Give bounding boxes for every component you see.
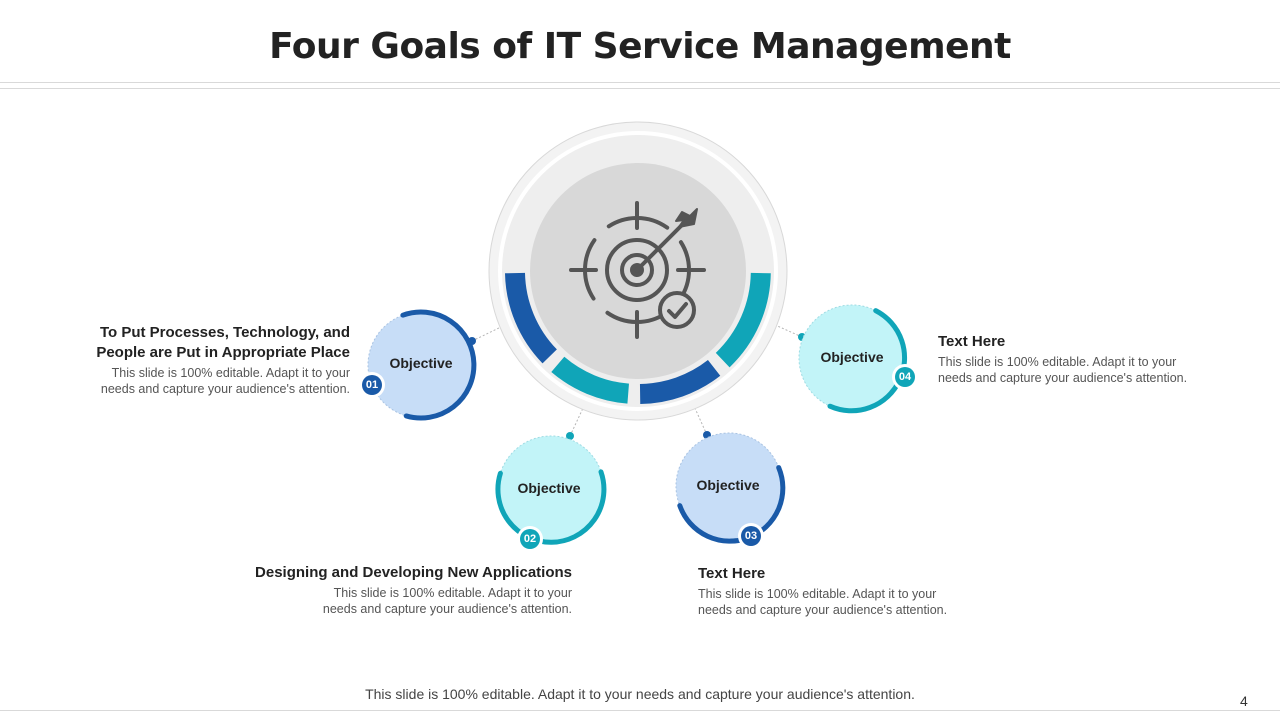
footer-note: This slide is 100% editable. Adapt it to… [365,686,915,702]
connector-04 [772,323,803,338]
goal-body-01-line2: needs and capture your audience's attent… [100,382,350,396]
connector-02 [569,405,585,437]
page-number: 4 [1240,693,1248,709]
title-divider [0,82,1280,83]
connector-03 [693,405,708,436]
goal-body-04-line2: needs and capture your audience's attent… [938,371,1188,385]
objective-label-02: Objective [517,480,581,496]
objective-circle-01 [359,309,477,421]
objective-label-03: Objective [696,477,760,493]
goal-heading-01-line1: To Put Processes, Technology, and [99,324,350,341]
hub-arc-segments [505,272,771,404]
hub-arc-teal-bottom-left [551,356,630,404]
hub-arc-blue-left [505,272,558,364]
goal-heading-02: Designing and Developing New Application… [255,564,572,581]
slide-title: Four Goals of IT Service Management [269,26,1011,67]
number-badge-04: 04 [898,371,912,383]
goal-body-03-line2: needs and capture your audience's attent… [698,603,948,617]
goal-heading-01-line2: People are Put in Appropriate Place [96,344,350,361]
goal-body-01-line1: This slide is 100% editable. Adapt it to… [111,366,350,380]
objective-circle-03 [675,432,786,549]
goal-text-02: Designing and Developing New Application… [232,563,572,617]
number-badge-02: 02 [523,533,537,545]
goal-heading-03: Text Here [698,565,766,582]
goal-body-02-line1: This slide is 100% editable. Adapt it to… [333,586,572,600]
connector-lines [471,323,803,437]
number-badge-01: 01 [365,379,379,391]
footer-divider [0,710,1280,711]
hub-arc-teal-right [715,272,771,368]
objective-label-04: Objective [820,349,884,365]
objective-label-01: Objective [389,355,453,371]
goal-heading-04: Text Here [938,333,1006,350]
goal-text-01: To Put Processes, Technology, and People… [10,323,350,397]
objective-circle-04 [798,304,918,414]
goal-text-03: Text Here This slide is 100% editable. A… [698,564,1038,618]
center-hub [488,121,788,421]
title-divider-secondary [0,88,1280,89]
hub-arc-blue-bottom-right [639,359,721,404]
goal-text-04: Text Here This slide is 100% editable. A… [938,332,1278,386]
objective-circle-02 [495,435,607,552]
goal-body-03-line1: This slide is 100% editable. Adapt it to… [698,587,937,601]
goal-body-02-line2: needs and capture your audience's attent… [322,602,572,616]
goal-body-04-line1: This slide is 100% editable. Adapt it to… [938,355,1177,369]
connector-dot-02 [566,432,574,440]
number-badge-03: 03 [744,530,758,542]
target-arrow-check-icon [569,201,706,339]
connector-01 [471,325,504,342]
